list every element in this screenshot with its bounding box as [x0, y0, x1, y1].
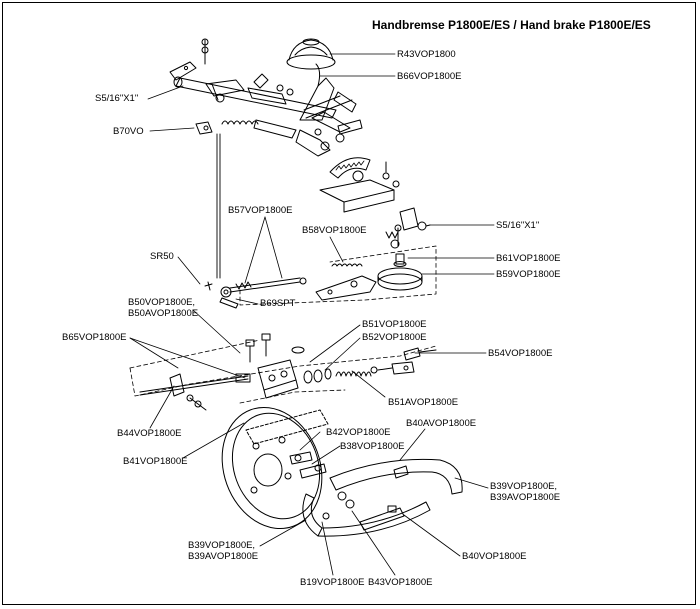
label-b57: B57VOP1800E: [228, 205, 293, 216]
adjuster: [289, 451, 327, 479]
backing-plate: [221, 406, 329, 530]
label-s516-right: S5/16"X1": [496, 220, 540, 231]
label-b43: B43VOP1800E: [368, 577, 433, 588]
pull-rod: [204, 277, 307, 309]
label-b51a: B51AVOP1800E: [388, 397, 459, 408]
label-b50-line2: B50AVOP1800E: [128, 308, 199, 319]
label-b39-left: B39VOP1800E, B39AVOP1800E: [188, 540, 258, 562]
label-b50-line1: B50VOP1800E,: [128, 297, 196, 308]
cable-spring: [303, 347, 437, 384]
upper-spring: [195, 119, 297, 139]
label-b39-right: B39VOP1800E, B39AVOP1800E: [490, 481, 560, 503]
label-b50: B50VOP1800E, B50AVOP1800E: [128, 297, 198, 319]
diagram-title: Handbremse P1800E/ES / Hand brake P1800E…: [372, 18, 651, 32]
label-b44: B44VOP1800E: [117, 428, 182, 439]
label-b39-right-line2: B39AVOP1800E: [490, 492, 561, 503]
label-b38: B38VOP1800E: [340, 441, 405, 452]
pawl-bracket: [295, 119, 363, 157]
label-b19: B19VOP1800E: [300, 577, 365, 588]
label-b40: B40VOP1800E: [462, 551, 527, 562]
label-s516-left: S5/16"X1": [95, 93, 139, 104]
label-sr50: SR50: [150, 251, 174, 262]
label-b54: B54VOP1800E: [488, 348, 553, 359]
label-r43: R43VOP1800: [397, 49, 456, 60]
label-b52: B52VOP1800E: [362, 332, 427, 343]
hand-brake-handle: [299, 63, 357, 133]
label-b39-right-line1: B39VOP1800E,: [490, 481, 558, 492]
label-b66: B66VOP1800E: [397, 71, 462, 82]
dashed-assembly-outline: [129, 245, 437, 404]
label-b39-left-line1: B39VOP1800E,: [188, 540, 256, 551]
label-b61: B61VOP1800E: [496, 253, 561, 264]
vertical-cable: [216, 133, 221, 279]
brake-shoes: [302, 458, 463, 537]
label-b65: B65VOP1800E: [62, 332, 127, 343]
cable-bracket: [245, 333, 305, 399]
cross-tube: [169, 38, 337, 119]
label-b39-left-line2: B39AVOP1800E: [188, 551, 259, 562]
label-b40a: B40AVOP1800E: [406, 418, 477, 429]
label-b59: B59VOP1800E: [496, 269, 561, 280]
label-b51: B51VOP1800E: [362, 319, 427, 330]
label-b70: B70VO: [113, 126, 144, 137]
spring-and-plate: [315, 253, 423, 301]
ratchet-sector: [329, 157, 371, 182]
rubber-boot: [286, 38, 336, 70]
label-b58: B58VOP1800E: [302, 225, 367, 236]
label-b69: B69SPT: [260, 298, 296, 309]
mounting-bracket: [319, 161, 431, 249]
label-b41: B41VOP1800E: [123, 456, 188, 467]
brake-cable: [139, 373, 251, 411]
label-b42: B42VOP1800E: [326, 427, 391, 438]
